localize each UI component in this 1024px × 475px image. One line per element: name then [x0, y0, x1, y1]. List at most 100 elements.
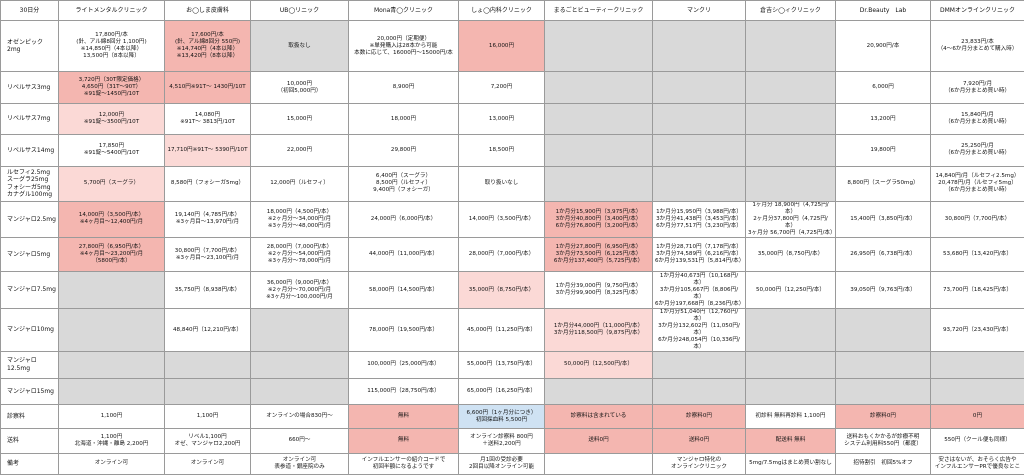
price-cell: 6,600円（1ヶ月分につき） 初回採血料 5,500円 [458, 403, 545, 430]
price-cell: 5,700円（スーグラ） [58, 166, 165, 202]
price-cell: 17,600円/本 (針、アル綿8回分 550円) ※14,740円（4本以降）… [164, 20, 251, 72]
price-cell: 45,000円（11,250円/本） [458, 307, 545, 353]
price-cell [835, 377, 931, 406]
price-cell: 診察料0円 [835, 403, 931, 430]
price-cell: 17,800円/本 (針、アル綿8回分 1,100円) ※14,850円（4本以… [58, 20, 165, 72]
price-cell: 39,050円（9,763円/本） [835, 271, 931, 309]
price-cell: 44,000円（11,000円/本） [348, 236, 459, 273]
price-cell: オンライン可 表参道・銀座院のみ [250, 452, 349, 475]
price-cell: 初診料 無料再診料 1,100円 [745, 403, 836, 430]
price-cell [652, 20, 746, 72]
price-cell [544, 133, 653, 168]
price-cell: 15,400円（3,850円/本） [835, 200, 931, 239]
price-cell: 19,800円 [835, 133, 931, 168]
price-cell: 100,000円（25,000円/本） [348, 351, 459, 379]
header-clinic-cell: DMMオンラインクリニック [930, 0, 1024, 22]
header-clinic-cell: ライトメンタルクリニック [58, 0, 165, 22]
price-cell: 30,800円（7,700円/本） ※3ヶ月目〜23,100円/月 [164, 236, 251, 273]
price-cell: オンラインの場合830円〜 [250, 403, 349, 430]
price-cell: 25,250円/月 （6か月分まとめ買い時） [930, 133, 1024, 168]
price-cell [745, 20, 836, 72]
price-cell: 20,000円（定期便） ※単発購入は28本から可能 本数に応じて、16000円… [348, 20, 459, 72]
price-cell: 18,500円 [458, 133, 545, 168]
price-cell: 12,000円（ルセフィ） [250, 166, 349, 202]
price-cell [544, 70, 653, 105]
price-cell: 1か月分28,710円（7,178円/本） 3か月分74,589円（6,216円… [652, 236, 746, 273]
price-cell: 93,720円（23,430円/本） [930, 307, 1024, 353]
price-cell [652, 133, 746, 168]
header-clinic-cell: マンクリ [652, 0, 746, 22]
price-cell: 1,100円 [164, 403, 251, 430]
price-cell: 1か月分15,900円（3,975円/本） 3か月分40,800円（3,400円… [544, 200, 653, 239]
price-cell [930, 351, 1024, 379]
price-cell: 18,000円 [348, 103, 459, 135]
price-cell: 無料 [348, 428, 459, 454]
price-cell: 1か月分15,950円（3,988円/本） 3か月分41,438円（3,453円… [652, 200, 746, 239]
header-clinic-cell: しょ◯内科クリニック [458, 0, 545, 22]
price-cell: マンジャロ特化の オンラインクリニック [652, 452, 746, 475]
price-cell: 1か月分39,000円（9,750円/本） 3か月分99,900円（8,325円… [544, 271, 653, 309]
price-cell: 23,833円/本 （4〜6か月分まとめて購入時） [930, 20, 1024, 72]
price-cell: 58,000円（14,500円/本） [348, 271, 459, 309]
row-label-cell: 送料 [0, 428, 59, 454]
price-cell: 月1回の受診必要 2回目以降オンライン可能 [458, 452, 545, 475]
price-cell [164, 351, 251, 379]
price-cell: 7,200円 [458, 70, 545, 105]
price-cell: 30,800円（7,700円/本） [930, 200, 1024, 239]
price-cell: 安さはないが、おそらく広告や インフルエンサーPRで優良なとこ [930, 452, 1024, 475]
price-cell: 65,000円（16,250円/本） [458, 377, 545, 406]
price-cell: 22,000円 [250, 133, 349, 168]
price-cell [544, 20, 653, 72]
price-cell: 35,000円（8,750円/本） [458, 271, 545, 309]
price-cell: 配送料 無料 [745, 428, 836, 454]
price-cell: 取り扱いなし [458, 166, 545, 202]
price-cell: 1か月分51,040円（12,760円/本） 3か月分132,602円（11,0… [652, 307, 746, 353]
price-cell: 6,400円（スーグラ） 8,500円（ルセフィ） 9,400円（フォシーガ） [348, 166, 459, 202]
price-cell [745, 70, 836, 105]
price-cell: 35,750円（8,938円/本） [164, 271, 251, 309]
price-cell: 15,000円 [250, 103, 349, 135]
price-cell: 550円（クール便も同様） [930, 428, 1024, 454]
price-cell: 1ヶ月分 18,900円（4,725円/本） 2ヶ月分37,800円（4,725… [745, 200, 836, 239]
row-label-cell: マンジャロ10mg [0, 307, 59, 353]
price-cell: 7,920円/月 （6か月分まとめ買い時） [930, 70, 1024, 105]
price-cell: 1か月分40,673円（10,168円/本） 3か月分105,667円（8,80… [652, 271, 746, 309]
price-cell: 14,080円 ※91T〜 3813円/10T [164, 103, 251, 135]
price-cell: オンライン診察料 800円 ＋送料2,200円 [458, 428, 545, 454]
price-cell [544, 452, 653, 475]
header-period-cell: 30日分 [0, 0, 59, 22]
price-cell: 26,950円（6,738円/本） [835, 236, 931, 273]
price-cell [745, 166, 836, 202]
price-cell: 18,000円（4,500円/本） ※2ヶ月分〜34,000円/月 ※3ヶ月分〜… [250, 200, 349, 239]
price-cell [58, 351, 165, 379]
row-label-cell: リベルサス3mg [0, 70, 59, 105]
price-cell: 17,850円 ※91錠〜5400円/10T [58, 133, 165, 168]
price-cell: 送料0円 [652, 428, 746, 454]
header-clinic-cell: お◯しま皮膚科 [164, 0, 251, 22]
price-cell [58, 307, 165, 353]
price-cell: 4,510円※91T〜 1430円/10T [164, 70, 251, 105]
price-cell: インフルエンサーの紹介コードで 初回半額になるようです [348, 452, 459, 475]
price-cell [745, 377, 836, 406]
price-cell: 0円 [930, 403, 1024, 430]
price-cell [745, 307, 836, 353]
row-label-cell: マンジャロ12.5mg [0, 351, 59, 379]
price-cell: 診察料0円 [652, 403, 746, 430]
price-cell [250, 307, 349, 353]
price-cell [930, 377, 1024, 406]
price-cell: リベル1,100円 オゼ、マンジャロ2,200円 [164, 428, 251, 454]
price-cell [58, 377, 165, 406]
header-clinic-cell: Dr.Beauty Lab [835, 0, 931, 22]
price-cell: 3,720円（30T限定価格） 4,650円（31T〜90T） ※91錠〜145… [58, 70, 165, 105]
price-cell: 送料おもくかかるが診療不明 システム利用料550円（都度） [835, 428, 931, 454]
price-cell: 12,000円 ※91錠〜3500円/10T [58, 103, 165, 135]
price-cell: 15,840円/月 （6か月分まとめ買い時） [930, 103, 1024, 135]
price-cell: 無料 [348, 403, 459, 430]
